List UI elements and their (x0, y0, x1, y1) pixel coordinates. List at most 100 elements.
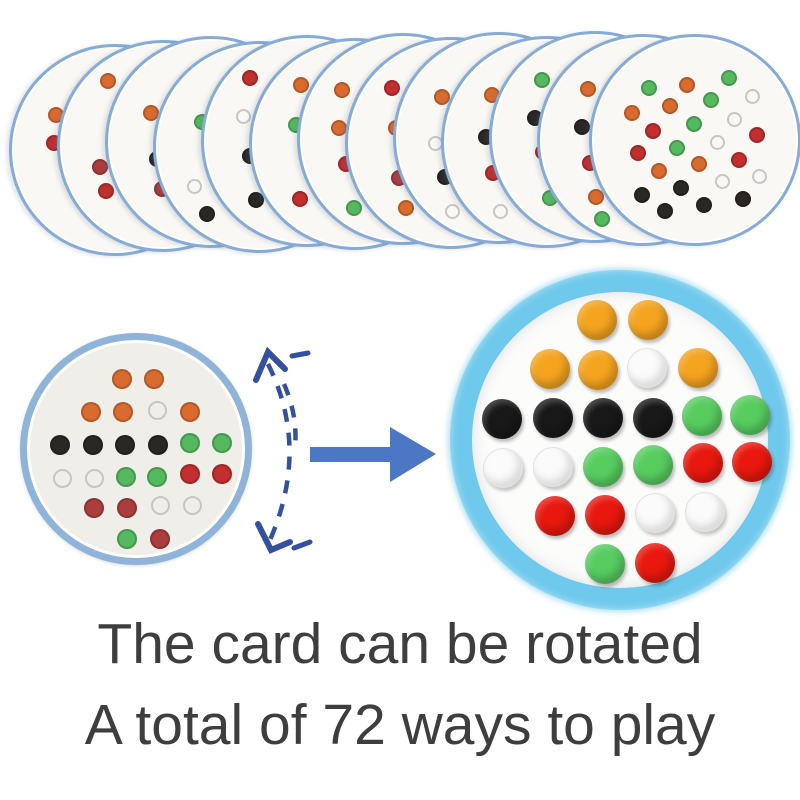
green-dot (117, 529, 137, 549)
orange-dot (580, 81, 596, 97)
white-pompom (533, 447, 573, 487)
green-dot (534, 72, 550, 88)
green-dot (594, 211, 610, 227)
black-dot (248, 192, 264, 208)
red-pompom (535, 496, 575, 536)
green-pompom (583, 447, 623, 487)
green-pompom (730, 395, 770, 435)
orange-dot (691, 156, 707, 172)
green-dot (686, 116, 702, 132)
right-arrow-shape (310, 427, 436, 482)
red-dot (731, 152, 747, 168)
fan-card (589, 34, 800, 246)
red-pompom (635, 543, 675, 583)
red-dot (180, 464, 200, 484)
white-pompom (627, 348, 667, 388)
black-dot (673, 180, 689, 196)
orange-dot (81, 402, 101, 422)
rotate-arrowhead-bottom (255, 521, 293, 554)
orange-dot (334, 82, 350, 98)
red-dot (749, 127, 765, 143)
white-dot (744, 88, 760, 104)
green-dot (669, 140, 685, 156)
green-pompom (585, 544, 625, 584)
darkred-dot (84, 498, 104, 518)
orange-dot (144, 369, 164, 389)
black-dot (83, 435, 103, 455)
green-pompom (682, 396, 722, 436)
black-dot (199, 206, 215, 222)
red-dot (292, 191, 308, 207)
white-dot (182, 495, 202, 515)
black-dot (735, 191, 751, 207)
red-dot (384, 80, 400, 96)
orange-dot (434, 89, 450, 105)
green-pompom (633, 445, 673, 485)
red-pompom (683, 443, 723, 483)
green-dot (180, 433, 200, 453)
board-rim (450, 270, 790, 610)
orange-dot (112, 369, 132, 389)
black-dot (148, 435, 168, 455)
red-pompom (585, 495, 625, 535)
green-dot (116, 467, 136, 487)
red-pompom (732, 442, 772, 482)
caption: The card can be rotated A total of 72 wa… (0, 616, 800, 778)
red-dot (98, 183, 114, 199)
green-dot (703, 92, 719, 108)
black-dot (634, 187, 650, 203)
orange-dot (143, 105, 159, 121)
white-pompom (483, 448, 523, 488)
orange-dot (398, 200, 414, 216)
white-pompom (635, 493, 675, 533)
orange-dot (588, 189, 604, 205)
rotate-arrowhead-top (253, 346, 288, 383)
right-arrow-icon (310, 427, 436, 482)
rotate-inner-arc (281, 383, 298, 449)
green-dot (641, 80, 657, 96)
white-dot (751, 168, 767, 184)
black-pompom (482, 399, 522, 439)
rotate-dash-top (289, 350, 311, 359)
orange-dot (651, 163, 667, 179)
black-dot (50, 435, 70, 455)
white-dot (726, 111, 742, 127)
orange-dot (331, 120, 347, 136)
rotating-card (20, 333, 252, 565)
green-dot (346, 200, 362, 216)
orange-dot (113, 402, 133, 422)
red-dot (645, 123, 661, 139)
black-dot (696, 197, 712, 213)
orange-pompom (628, 300, 668, 340)
orange-dot (180, 402, 200, 422)
orange-dot (293, 77, 309, 93)
white-dot (235, 108, 251, 124)
green-dot (147, 467, 167, 487)
red-dot (242, 70, 258, 86)
green-dot (721, 70, 737, 86)
caption-line-2: A total of 72 ways to play (84, 693, 716, 757)
orange-pompom (678, 348, 718, 388)
black-dot (657, 203, 673, 219)
darkred-dot (92, 159, 108, 175)
rotate-dash-bottom (291, 539, 313, 551)
white-dot (492, 203, 508, 219)
white-dot (186, 178, 202, 194)
black-pompom (633, 398, 673, 438)
black-dot (115, 435, 135, 455)
orange-dot (679, 77, 695, 93)
orange-pompom (577, 300, 617, 340)
darkred-dot (117, 498, 137, 518)
white-dot (444, 203, 460, 219)
red-dot (630, 145, 646, 161)
white-dot (147, 400, 167, 420)
white-dot (150, 495, 170, 515)
white-pompom (685, 492, 725, 532)
darkred-dot (150, 529, 170, 549)
card-fan (0, 0, 800, 270)
green-dot (212, 433, 232, 453)
black-dot (574, 119, 590, 135)
caption-line-1: The card can be rotated (97, 612, 703, 676)
orange-pompom (578, 350, 618, 390)
